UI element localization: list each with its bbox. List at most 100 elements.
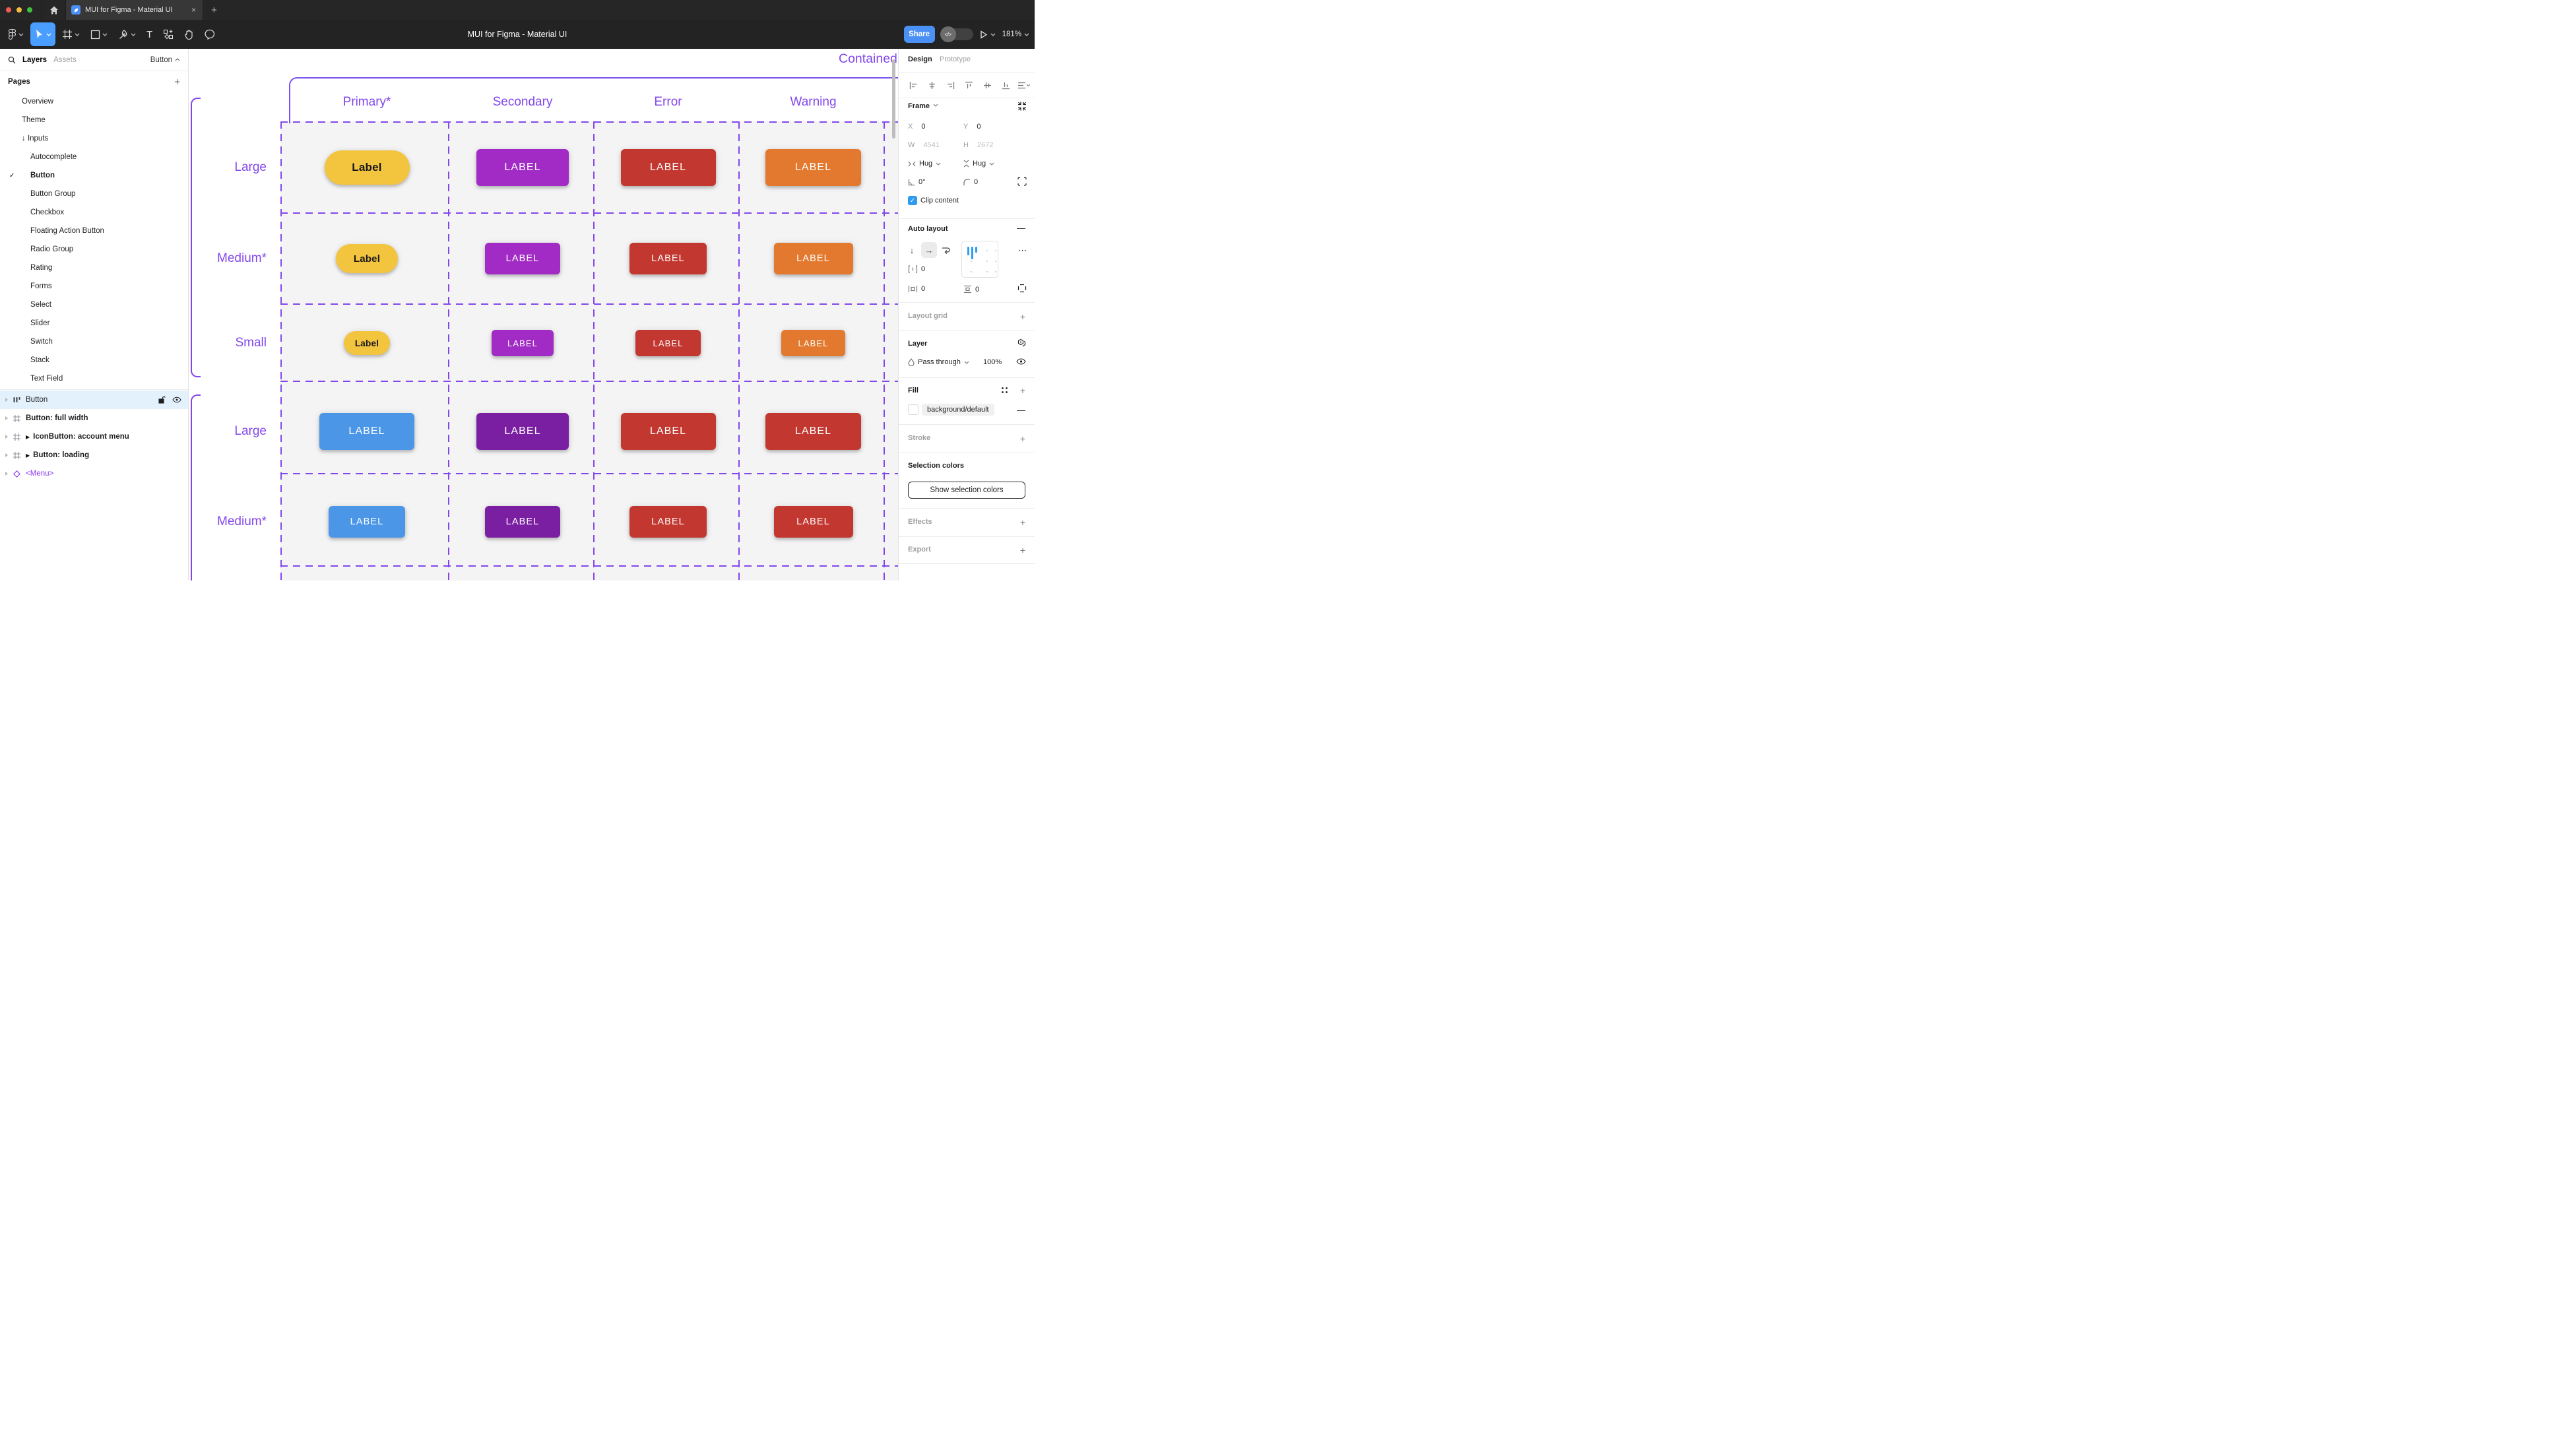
shape-tool-button[interactable]: [86, 22, 112, 46]
button-variant[interactable]: LABEL: [773, 243, 853, 274]
column-label-error[interactable]: Error: [654, 95, 682, 109]
h-padding-field[interactable]: 0: [908, 285, 925, 293]
button-variant[interactable]: LABEL: [329, 506, 405, 538]
add-fill-button[interactable]: +: [1019, 385, 1025, 396]
expand-chevron-icon[interactable]: [5, 472, 8, 476]
page-item-forms[interactable]: Forms: [0, 277, 188, 296]
align-top-button[interactable]: [965, 81, 973, 90]
layer-item-button-loading[interactable]: ▶Button: loading: [0, 446, 188, 464]
present-button[interactable]: [980, 30, 996, 39]
button-variant[interactable]: Label: [324, 150, 410, 185]
fill-token[interactable]: background/default: [922, 404, 994, 416]
text-tool-button[interactable]: T: [143, 22, 156, 46]
page-selector[interactable]: Button: [150, 56, 180, 64]
fill-color-swatch[interactable]: [908, 404, 918, 415]
individual-padding-icon[interactable]: [1017, 284, 1027, 293]
page-item-radio-group[interactable]: Radio Group: [0, 240, 188, 259]
add-effect-button[interactable]: +: [1019, 517, 1025, 528]
button-variant[interactable]: LABEL: [620, 413, 716, 450]
page-item-button-group[interactable]: Button Group: [0, 185, 188, 203]
layer-visibility-icon[interactable]: [1016, 358, 1026, 365]
alignment-widget[interactable]: [961, 241, 998, 278]
zoom-menu[interactable]: 181%: [1002, 30, 1029, 38]
corner-radius-field[interactable]: 0: [963, 178, 978, 186]
frame-title[interactable]: Contained: [839, 51, 897, 66]
move-tool-button[interactable]: [30, 22, 55, 46]
page-item-text-field[interactable]: Text Field: [0, 369, 188, 388]
gap-field[interactable]: 0: [908, 265, 925, 273]
h-sizing-dropdown[interactable]: Hug: [908, 160, 941, 168]
button-variant[interactable]: LABEL: [492, 330, 554, 356]
button-variant[interactable]: LABEL: [476, 413, 569, 450]
expand-chevron-icon[interactable]: [5, 453, 8, 457]
align-right-button[interactable]: [946, 81, 955, 90]
expand-chevron-icon[interactable]: [5, 416, 8, 420]
clip-content-row[interactable]: ✓ Clip content: [908, 196, 959, 205]
page-item-button[interactable]: ✓Button: [0, 166, 188, 185]
add-stroke-button[interactable]: +: [1019, 433, 1025, 444]
button-variant[interactable]: LABEL: [635, 330, 701, 356]
frame-tool-button[interactable]: [58, 22, 84, 46]
row-label-large[interactable]: Large: [234, 424, 267, 438]
layout-vertical-button[interactable]: ↓: [909, 245, 915, 255]
layout-horizontal-button[interactable]: →: [921, 242, 937, 258]
column-label-warning[interactable]: Warning: [790, 95, 837, 109]
styles-icon[interactable]: [1001, 387, 1008, 394]
remove-auto-layout-button[interactable]: —: [1017, 223, 1025, 233]
row-label-medium[interactable]: Medium*: [217, 515, 267, 528]
v-padding-field[interactable]: 0: [963, 285, 979, 294]
button-variant[interactable]: LABEL: [485, 243, 560, 274]
row-label-medium[interactable]: Medium*: [217, 251, 267, 265]
show-selection-colors-button[interactable]: Show selection colors: [908, 482, 1025, 499]
minimize-window-button[interactable]: [16, 7, 22, 13]
page-item-slider[interactable]: Slider: [0, 314, 188, 332]
button-variant[interactable]: LABEL: [765, 149, 861, 186]
tab-design[interactable]: Design: [908, 55, 932, 63]
page-item-inputs[interactable]: ↓ Inputs: [0, 129, 188, 148]
layer-item-button-full-width[interactable]: Button: full width: [0, 409, 188, 427]
tab-close-icon[interactable]: ×: [191, 5, 196, 15]
pen-tool-button[interactable]: [114, 22, 140, 46]
button-variant[interactable]: LABEL: [765, 413, 861, 450]
column-label-secondary[interactable]: Secondary: [492, 95, 553, 109]
file-tab[interactable]: MUI for Figma - Material UI ×: [65, 0, 203, 20]
layer-item-button[interactable]: Button: [0, 391, 188, 409]
collapse-panel-icon[interactable]: [1017, 102, 1027, 111]
frame-section-title[interactable]: Frame: [908, 102, 930, 110]
distribute-button[interactable]: [1017, 81, 1031, 90]
button-variant[interactable]: LABEL: [781, 330, 845, 356]
remove-fill-button[interactable]: —: [1017, 405, 1025, 415]
resources-tool-button[interactable]: [159, 22, 177, 46]
search-icon[interactable]: [8, 56, 16, 64]
layer-item-menu[interactable]: <Menu>: [0, 464, 188, 483]
blend-mode-icon[interactable]: [1016, 338, 1026, 348]
column-label-primary[interactable]: Primary*: [342, 95, 391, 109]
v-sizing-dropdown[interactable]: Hug: [963, 160, 994, 168]
blend-mode-dropdown[interactable]: Pass through: [908, 358, 969, 366]
row-label-large[interactable]: Large: [234, 160, 267, 174]
dev-mode-toggle[interactable]: </>: [940, 26, 973, 42]
unlock-icon[interactable]: [158, 396, 166, 404]
main-menu-button[interactable]: [4, 22, 28, 46]
button-variant[interactable]: LABEL: [485, 506, 560, 538]
expand-chevron-icon[interactable]: [5, 398, 8, 402]
share-button[interactable]: Share: [903, 26, 935, 43]
align-bottom-button[interactable]: [1002, 81, 1010, 90]
tab-assets[interactable]: Assets: [53, 55, 77, 64]
button-variant[interactable]: LABEL: [476, 149, 569, 186]
button-variant[interactable]: LABEL: [319, 413, 414, 450]
page-item-select[interactable]: Select: [0, 296, 188, 314]
height-field[interactable]: H 2672: [963, 141, 994, 149]
visible-icon[interactable]: [172, 396, 181, 403]
expand-chevron-icon[interactable]: [5, 435, 8, 439]
canvas-scrollbar[interactable]: [892, 59, 895, 139]
align-v-center-button[interactable]: [983, 81, 992, 90]
auto-layout-more-button[interactable]: ⋯: [1018, 245, 1027, 255]
page-item-rating[interactable]: Rating: [0, 259, 188, 277]
comment-tool-button[interactable]: [201, 22, 219, 46]
button-variant[interactable]: LABEL: [773, 506, 853, 538]
add-page-button[interactable]: +: [174, 76, 180, 88]
new-tab-button[interactable]: +: [203, 0, 225, 20]
button-variant[interactable]: Label: [344, 331, 390, 355]
